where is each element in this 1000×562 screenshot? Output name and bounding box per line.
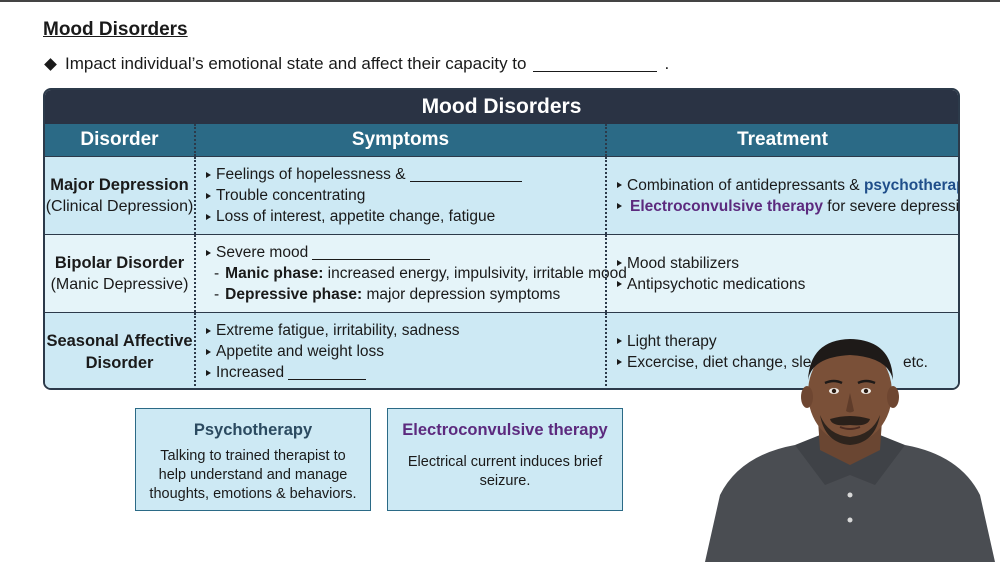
- header-treatment: Treatment: [605, 124, 958, 156]
- list-item: Loss of interest, appetite change, fatig…: [206, 206, 605, 227]
- list-item: Feelings of hopelessness &: [206, 164, 605, 185]
- header-disorder: Disorder: [80, 129, 159, 150]
- list-item: Severe mood: [206, 242, 605, 263]
- treatment-highlight: Electroconvulsive therapy: [630, 197, 823, 215]
- symptom-text: Extreme fatigue, irritability, sadness: [216, 322, 460, 339]
- list-item: -Manic phase: increased energy, impulsiv…: [214, 265, 627, 282]
- treatment-text: Excercise, diet change, slee: [627, 353, 820, 371]
- phase-label: Depressive phase:: [225, 286, 363, 303]
- box-line: Electrical current induces brief: [407, 454, 603, 470]
- list-item: Combination of antidepressants & psychot…: [617, 175, 958, 196]
- page-title: Mood Disorders: [43, 19, 188, 40]
- table-row: Seasonal Affective Disorder Extreme fati…: [45, 312, 958, 388]
- bullet-arrow-icon: [206, 348, 211, 355]
- bullet-arrow-icon: [617, 281, 622, 287]
- list-item: Excercise, diet change, slee etc.: [617, 352, 958, 373]
- box-line: Talking to trained therapist to: [160, 448, 346, 464]
- table-row: Bipolar Disorder (Manic Depressive) Seve…: [45, 234, 958, 312]
- box-body: Electrical current induces brief seizure…: [388, 453, 622, 491]
- intro-text: Impact individual’s emotional state and …: [65, 54, 527, 73]
- presenter-video: [705, 339, 995, 562]
- disorder-name: Major Depression: [50, 175, 189, 194]
- box-title: Electroconvulsive therapy: [402, 421, 608, 439]
- fill-in-blank: [312, 245, 431, 260]
- intro-bullet: Impact individual’s emotional state and …: [44, 54, 669, 74]
- bullet-arrow-icon: [617, 203, 622, 209]
- symptoms-cell: Severe mood -Manic phase: increased ener…: [194, 235, 627, 312]
- bullet-arrow-icon: [617, 338, 622, 344]
- treatment-text: Antipsychotic medications: [627, 275, 806, 293]
- bullet-arrow-icon: [206, 213, 211, 220]
- list-item: Mood stabilizers: [617, 253, 958, 274]
- fill-in-blank: [533, 56, 658, 72]
- bullet-arrow-icon: [206, 192, 211, 199]
- treatment-text: Mood stabilizers: [627, 254, 739, 272]
- list-item: -Depressive phase: major depression symp…: [214, 286, 561, 303]
- symptom-text: Appetite and weight loss: [216, 343, 385, 360]
- list-item: Light therapy: [617, 331, 958, 352]
- symptom-text: Increased: [216, 364, 285, 381]
- table-header-row: Disorder Symptoms Treatment: [45, 124, 958, 156]
- mood-disorders-table: Mood Disorders Disorder Symptoms Treatme…: [43, 88, 960, 390]
- ect-box: Electroconvulsive therapy Electrical cur…: [387, 408, 623, 511]
- bullet-arrow-icon: [206, 369, 211, 376]
- diamond-bullet-icon: [44, 57, 57, 71]
- symptom-text: Loss of interest, appetite change, fatig…: [216, 208, 496, 225]
- symptom-text: Trouble concentrating: [216, 187, 366, 204]
- box-body: Talking to trained therapist to help und…: [136, 447, 370, 504]
- disorder-subname: (Manic Depressive): [50, 275, 189, 293]
- treatment-text: for severe depression: [827, 197, 960, 215]
- box-line: thoughts, emotions & behaviors.: [149, 486, 357, 502]
- treatment-text: Combination of antidepressants &: [627, 176, 864, 194]
- disorder-name-line2: Disorder: [85, 353, 154, 372]
- treatment-cell: Mood stabilizers Antipsychotic medicatio…: [605, 235, 958, 312]
- box-line: seizure.: [479, 473, 531, 489]
- symptom-text: increased energy, impulsivity, irritable…: [323, 265, 627, 282]
- disorder-cell: Bipolar Disorder (Manic Depressive): [45, 235, 194, 312]
- symptoms-cell: Extreme fatigue, irritability, sadness A…: [194, 313, 605, 388]
- symptom-text: Feelings of hopelessness &: [216, 166, 406, 183]
- disorder-name: Bipolar Disorder: [54, 253, 185, 272]
- treatment-cell: Combination of antidepressants & psychot…: [605, 157, 958, 234]
- list-item: Antipsychotic medications: [617, 274, 958, 295]
- bullet-arrow-icon: [206, 327, 211, 334]
- table-title: Mood Disorders: [45, 90, 958, 124]
- list-item: Trouble concentrating: [206, 185, 605, 206]
- bullet-arrow-icon: [206, 249, 211, 256]
- intro-period: .: [664, 54, 670, 73]
- list-item: Appetite and weight loss: [206, 341, 605, 362]
- treatment-text: Light therapy: [627, 332, 717, 350]
- symptom-text: Severe mood: [216, 244, 309, 261]
- bullet-arrow-icon: [617, 260, 622, 266]
- fill-in-blank: [409, 167, 522, 182]
- list-item: Increased: [206, 362, 605, 383]
- symptoms-cell: Feelings of hopelessness & Trouble conce…: [194, 157, 605, 234]
- top-divider: [0, 0, 1000, 2]
- disorder-cell: Seasonal Affective Disorder: [45, 313, 194, 388]
- treatment-cell: Light therapy Excercise, diet change, sl…: [605, 313, 958, 388]
- treatment-text: etc.: [903, 353, 928, 371]
- disorder-cell: Major Depression (Clinical Depression): [45, 157, 194, 234]
- disorder-name: Seasonal Affective: [46, 331, 193, 350]
- list-item: Electroconvulsive therapy for severe dep…: [617, 196, 958, 217]
- disorder-subname: (Clinical Depression): [45, 197, 194, 215]
- fill-in-blank: [288, 365, 367, 380]
- bullet-arrow-icon: [617, 359, 622, 365]
- bullet-arrow-icon: [206, 171, 211, 178]
- bullet-arrow-icon: [617, 182, 622, 188]
- box-title: Psychotherapy: [193, 421, 313, 439]
- list-item: Extreme fatigue, irritability, sadness: [206, 320, 605, 341]
- psychotherapy-box: Psychotherapy Talking to trained therapi…: [135, 408, 371, 511]
- header-symptoms: Symptoms: [194, 124, 605, 156]
- treatment-highlight: psychotherapy: [863, 176, 958, 194]
- table-row: Major Depression (Clinical Depression) F…: [45, 156, 958, 234]
- phase-label: Manic phase:: [225, 265, 324, 282]
- box-line: help understand and manage: [158, 467, 348, 483]
- symptom-text: major depression symptoms: [362, 286, 561, 303]
